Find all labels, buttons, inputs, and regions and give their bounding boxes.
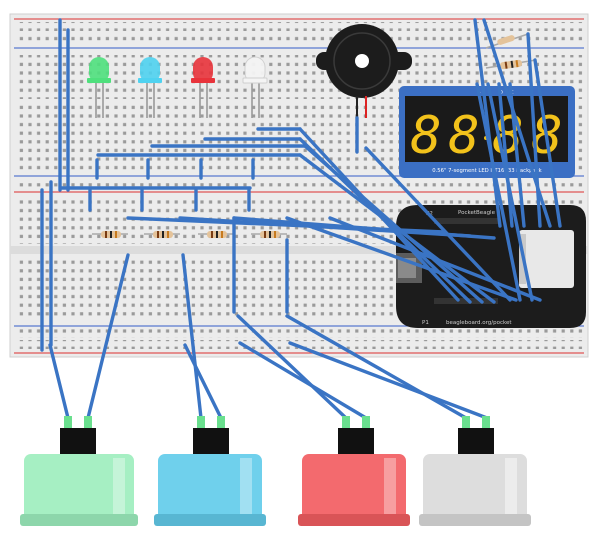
arcade-button-red[interactable] bbox=[298, 416, 410, 526]
wire bbox=[475, 82, 522, 302]
wire bbox=[285, 216, 518, 302]
wire bbox=[181, 253, 203, 420]
resistor bbox=[144, 231, 180, 238]
piezo-buzzer bbox=[316, 24, 412, 118]
arcade-button-white[interactable] bbox=[419, 416, 531, 526]
led-white bbox=[242, 56, 268, 118]
display-digit: 8 bbox=[448, 106, 479, 166]
wire bbox=[288, 341, 489, 420]
wire bbox=[473, 18, 502, 228]
wire bbox=[238, 341, 368, 420]
board-url: beagleboard.org/pocket bbox=[446, 320, 512, 326]
led-red bbox=[191, 57, 215, 118]
wire bbox=[86, 253, 130, 420]
resistor bbox=[92, 231, 128, 238]
display-caption: 0.56" 7-segment LED HT16K33 Backpack bbox=[432, 168, 542, 174]
wire bbox=[364, 146, 512, 302]
leds bbox=[87, 56, 268, 118]
wire bbox=[232, 216, 496, 240]
led-green bbox=[87, 57, 111, 118]
wire bbox=[533, 58, 562, 228]
board-label-bottom: P1 bbox=[422, 320, 429, 326]
arcade-button-green[interactable] bbox=[20, 416, 138, 526]
display-digit: 8 bbox=[410, 106, 441, 166]
button-resistors bbox=[92, 231, 287, 238]
wire bbox=[183, 343, 223, 420]
wire bbox=[497, 82, 514, 228]
resistor bbox=[251, 231, 287, 238]
arcade-button-blue[interactable] bbox=[154, 416, 266, 526]
wire bbox=[48, 343, 70, 420]
jumper-wires bbox=[40, 18, 562, 420]
board-brand: PocketBeagle bbox=[458, 210, 496, 216]
wire bbox=[526, 32, 542, 228]
wire bbox=[285, 314, 468, 420]
wire bbox=[328, 216, 542, 302]
arcade-buttons bbox=[20, 416, 531, 526]
wire bbox=[236, 314, 348, 420]
resistor bbox=[198, 231, 234, 238]
led-blue bbox=[138, 57, 162, 118]
